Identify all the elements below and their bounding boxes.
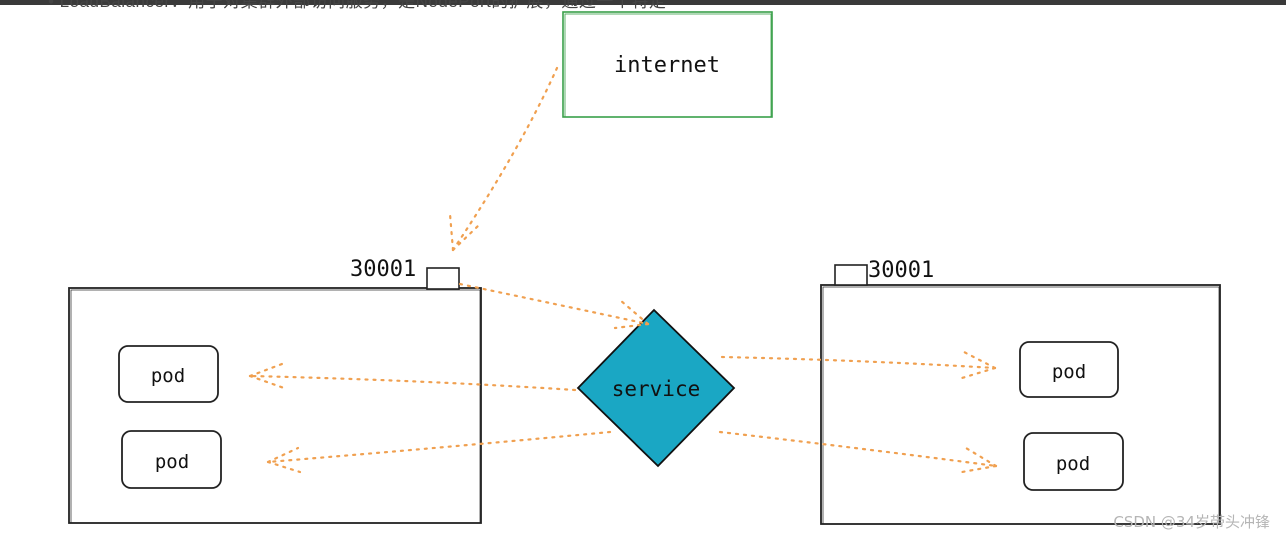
service-diamond: service: [576, 308, 736, 468]
pod-label: pod: [1056, 453, 1090, 475]
arrow-port-to-service: [458, 282, 650, 330]
pod-right-2: pod: [1023, 432, 1124, 491]
service-label: service: [612, 377, 701, 401]
top-border-bar: [0, 0, 1286, 5]
arrow-service-to-pod-left-1: [248, 362, 577, 392]
internet-label: internet: [614, 53, 720, 78]
arrow-internet-to-port: [448, 66, 559, 252]
port-label-left: 30001: [350, 257, 416, 282]
pod-right-1: pod: [1019, 341, 1119, 398]
node-right: [820, 284, 1221, 525]
pod-label: pod: [1052, 361, 1086, 383]
node-port-right: [834, 264, 868, 286]
pod-left-2: pod: [121, 430, 222, 489]
internet-box: internet: [562, 11, 773, 118]
arrow-service-to-pod-right-1: [720, 350, 997, 380]
pod-label: pod: [151, 365, 185, 387]
pod-left-1: pod: [118, 345, 219, 403]
arrow-service-to-pod-right-2: [718, 430, 998, 474]
node-port-left: [426, 267, 460, 290]
pod-label: pod: [155, 451, 189, 473]
port-label-right: 30001: [868, 258, 934, 283]
arrow-service-to-pod-left-2: [266, 430, 612, 474]
node-left: [68, 287, 482, 524]
cut-off-document-text: • LoadBalancer：用于对集群外部访问服务，是NodePort的扩展，…: [48, 0, 667, 11]
csdn-watermark: CSDN @34岁带头冲锋: [1113, 513, 1270, 531]
